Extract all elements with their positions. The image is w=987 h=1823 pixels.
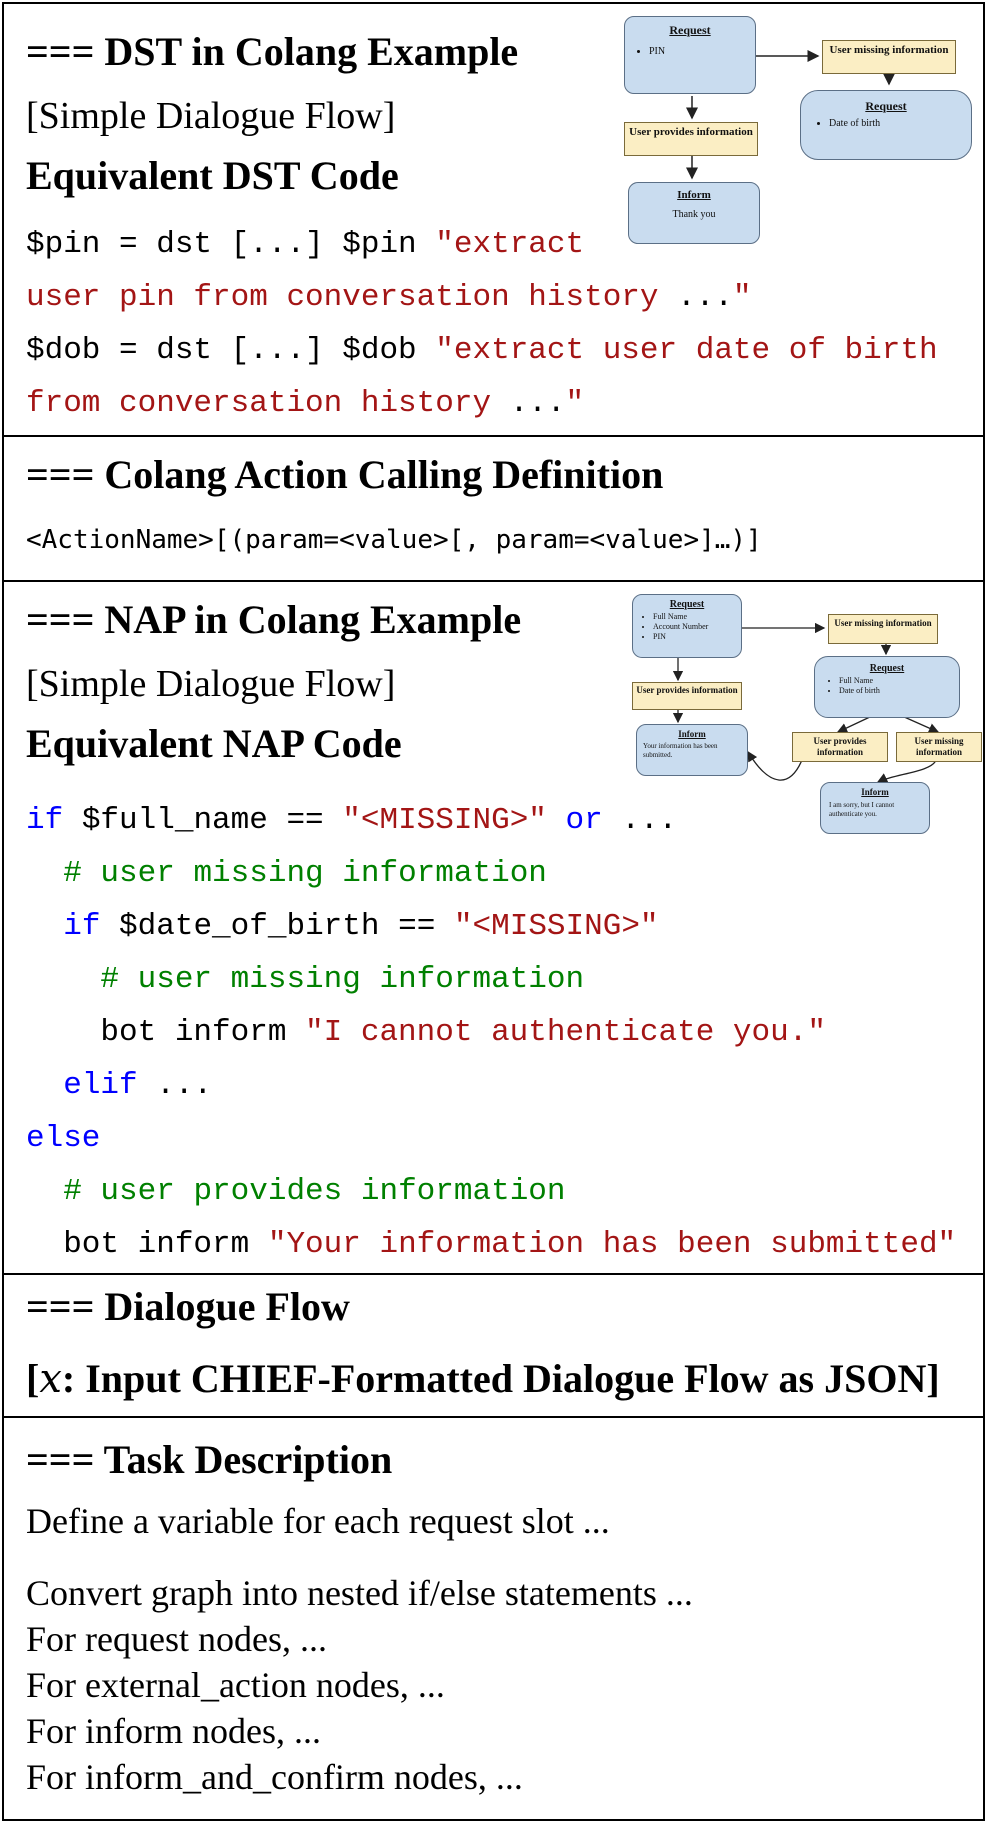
nap-provides-node: User provides information [632, 682, 742, 710]
nap-code-heading: Equivalent NAP Code [26, 721, 402, 766]
nap-inform2-node: Inform I am sorry, but I cannot authenti… [820, 782, 930, 834]
task-line: Convert graph into nested if/else statem… [26, 1573, 693, 1613]
task-line: For inform_and_confirm nodes, ... [26, 1757, 523, 1797]
nap-code-line-9: bot inform "Your information has been su… [26, 1227, 957, 1262]
nap-request2-title: Request [869, 663, 905, 674]
nap-code-line-2: # user missing information [63, 856, 547, 891]
nap-missing2-node: User missing information [896, 732, 982, 762]
nap-request2-item: Full Name [839, 676, 959, 686]
dst-request-list: PIN [625, 46, 755, 57]
nap-inform2-text: I am sorry, but I cannot authenticate yo… [829, 801, 895, 818]
dst-request2-title: Request [865, 99, 907, 113]
nap-request2-item: Date of birth [839, 686, 959, 696]
dst-inform-text: Thank you [672, 209, 716, 220]
dst-request2-item: Date of birth [829, 118, 971, 129]
task-section: === Task Description Define a variable f… [2, 1418, 985, 1821]
nap-request-item: Account Number [653, 622, 741, 632]
nap-request2-node: Request Full Name Date of birth [814, 656, 960, 718]
nap-inform-title: Inform [678, 729, 706, 739]
dst-request-title: Request [669, 23, 711, 37]
flow-section: === Dialogue Flow [x: Input CHIEF-Format… [2, 1275, 985, 1418]
nap-section: === NAP in Colang Example [Simple Dialog… [2, 582, 985, 1275]
nap-diagram-arrows [672, 622, 940, 783]
action-heading: === Colang Action Calling Definition [26, 452, 664, 497]
dst-request-node: Request PIN [624, 16, 756, 94]
nap-code-line-3: if $date_of_birth == "<MISSING>" [63, 909, 659, 944]
flow-input-open: [ [26, 1356, 40, 1401]
nap-inform2-title: Inform [861, 787, 889, 797]
flow-input-rest: : Input CHIEF-Formatted Dialogue Flow as… [61, 1356, 940, 1401]
nap-subheading: [Simple Dialogue Flow] [26, 663, 396, 705]
nap-flow-diagram: Request Full Name Account Number PIN Use… [620, 592, 985, 854]
nap-code-line-7: else [26, 1121, 101, 1156]
dst-code-line-1: $pin = dst [...] $pin "extract [26, 227, 585, 262]
task-line-variable: Define a variable for each request slot … [26, 1501, 610, 1541]
task-lines: Convert graph into nested if/else statem… [26, 1570, 693, 1800]
dst-request2-list: Date of birth [801, 118, 971, 129]
action-section: === Colang Action Calling Definition <Ac… [2, 437, 985, 582]
flow-input-placeholder: [x: Input CHIEF-Formatted Dialogue Flow … [26, 1355, 940, 1403]
task-heading: === Task Description [26, 1437, 393, 1482]
dst-flow-diagram: Request PIN User missing information Req… [604, 14, 979, 244]
dst-code-heading: Equivalent DST Code [26, 153, 399, 198]
dst-missing-node: User missing information [822, 40, 956, 74]
nap-code-line-8: # user provides information [63, 1174, 566, 1209]
nap-request-node: Request Full Name Account Number PIN [632, 594, 742, 658]
dst-provides-node: User provides information [624, 122, 758, 156]
dst-heading: === DST in Colang Example [26, 29, 519, 74]
dst-inform-node: Inform Thank you [628, 182, 760, 244]
task-line: For external_action nodes, ... [26, 1665, 445, 1705]
dst-section: === DST in Colang Example [Simple Dialog… [2, 2, 985, 437]
action-definition: <ActionName>[(param=<value>[, param=<val… [26, 525, 762, 555]
dst-code-block: $pin = dst [...] $pin "extract user pin … [26, 218, 938, 430]
nap-code-line-6: elif ... [63, 1068, 213, 1103]
nap-code-line-1: if $full_name == "<MISSING>" or ... [26, 803, 678, 838]
flow-input-variable: x [39, 1356, 62, 1402]
nap-request-item: PIN [653, 632, 741, 642]
task-line: For inform nodes, ... [26, 1711, 321, 1751]
nap-provides2-node: User provides information [792, 732, 888, 762]
flow-heading: === Dialogue Flow [26, 1284, 350, 1329]
dst-diagram-arrows [686, 50, 895, 180]
dst-code-line-4: from conversation history ..." [26, 386, 585, 421]
dst-request-item: PIN [649, 46, 755, 57]
nap-code-line-4: # user missing information [100, 962, 585, 997]
nap-inform-text: Your information has been submitted. [643, 742, 718, 759]
task-line: For request nodes, ... [26, 1619, 327, 1659]
dst-inform-title: Inform [677, 189, 711, 201]
nap-request-item: Full Name [653, 612, 741, 622]
dst-request2-node: Request Date of birth [800, 90, 972, 160]
dst-code-line-3: $dob = dst [...] $dob "extract user date… [26, 333, 938, 368]
dst-subheading: [Simple Dialogue Flow] [26, 95, 396, 137]
nap-request-list: Full Name Account Number PIN [633, 612, 741, 642]
nap-code-line-5: bot inform "I cannot authenticate you." [26, 1015, 826, 1050]
nap-inform-node: Inform Your information has been submitt… [636, 724, 748, 776]
nap-code-block: if $full_name == "<MISSING>" or ... # us… [26, 794, 956, 1271]
nap-request2-list: Full Name Date of birth [815, 676, 959, 696]
nap-request-title: Request [669, 599, 705, 610]
nap-missing-node: User missing information [828, 614, 938, 644]
dst-code-line-2: user pin from conversation history ..." [26, 280, 752, 315]
nap-heading: === NAP in Colang Example [26, 597, 522, 642]
